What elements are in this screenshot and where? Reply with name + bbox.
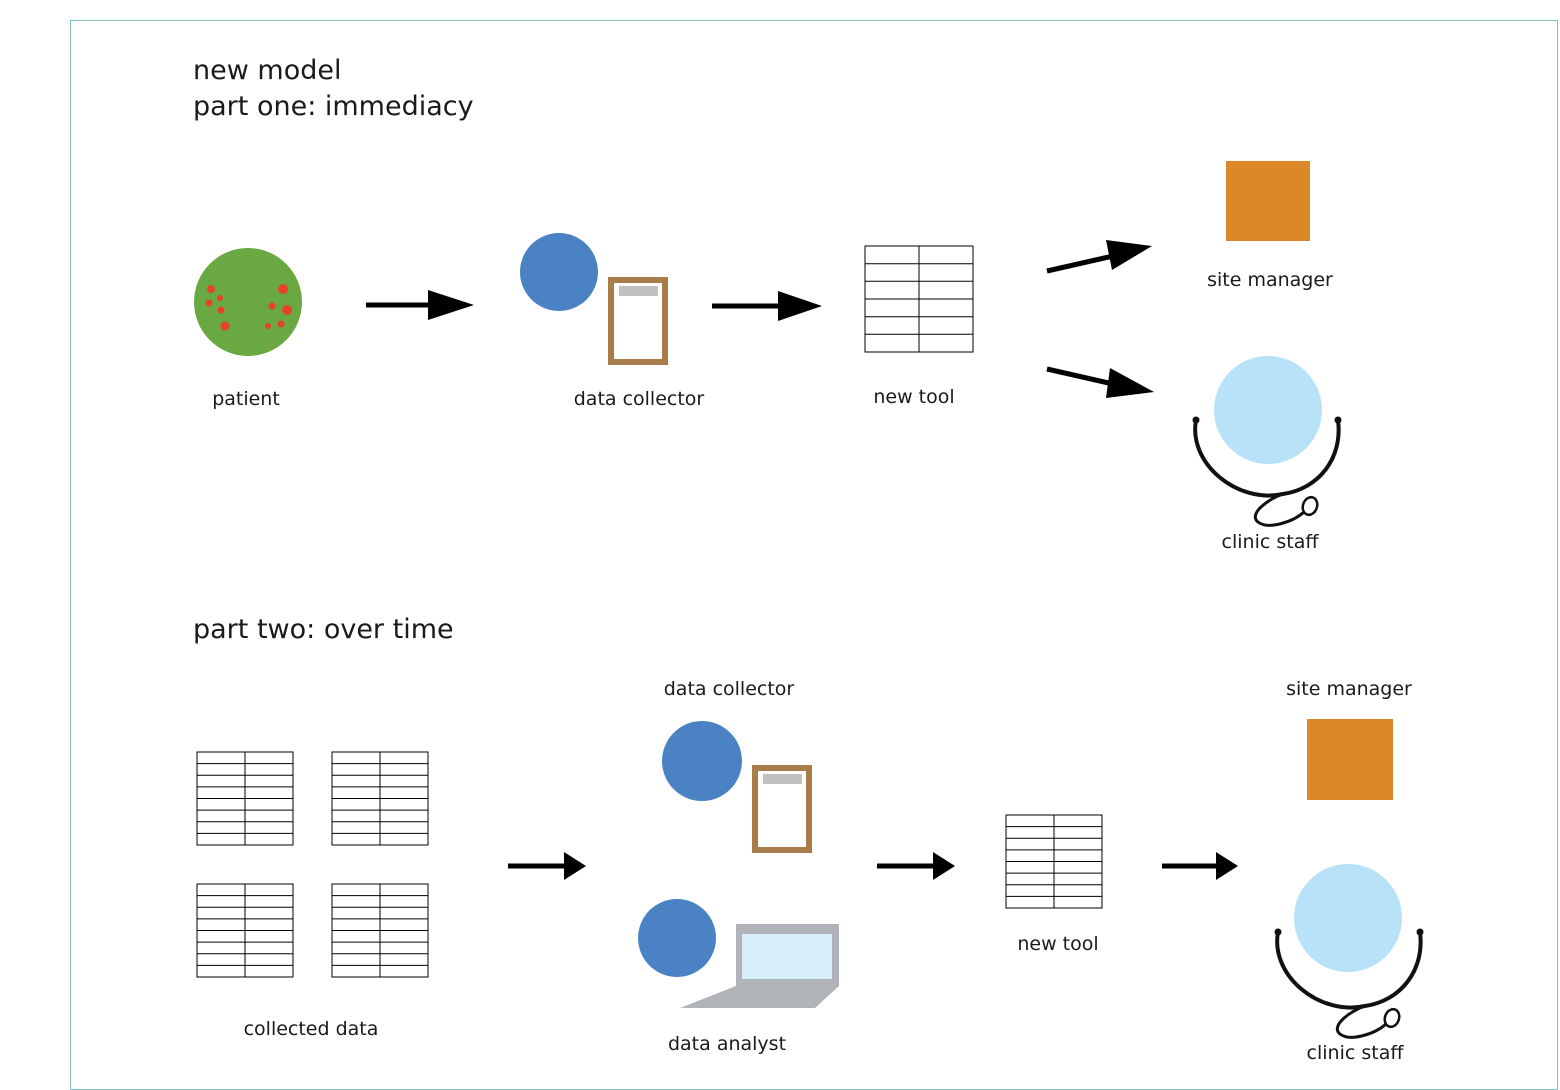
arrow-icon bbox=[877, 852, 955, 880]
title-new-model: new model bbox=[193, 55, 342, 86]
label-data-collector-2: data collector bbox=[663, 678, 795, 700]
label-collected-data: collected data bbox=[243, 1018, 379, 1040]
data-collector-icon bbox=[662, 721, 812, 853]
title-part-one: part one: immediacy bbox=[193, 91, 474, 122]
data-analyst-icon bbox=[638, 899, 839, 1008]
arrow-icon bbox=[712, 291, 822, 321]
label-data-analyst: data analyst bbox=[667, 1033, 787, 1055]
label-patient: patient bbox=[212, 388, 280, 410]
label-clinic-staff-2: clinic staff bbox=[1306, 1042, 1404, 1064]
table-icon bbox=[331, 883, 429, 978]
label-new-tool-2: new tool bbox=[1017, 933, 1099, 955]
patient-icon bbox=[194, 248, 302, 356]
arrow-icon bbox=[508, 852, 586, 880]
table-icon bbox=[196, 883, 294, 978]
arrow-icon bbox=[366, 290, 474, 320]
label-data-collector: data collector bbox=[573, 388, 705, 410]
label-new-tool: new tool bbox=[873, 386, 955, 408]
data-collector-icon bbox=[520, 233, 668, 365]
arrow-icon bbox=[1046, 240, 1152, 274]
table-icon bbox=[196, 751, 294, 846]
site-manager-icon bbox=[1226, 161, 1310, 241]
clinic-staff-icon bbox=[1272, 864, 1426, 1040]
arrow-icon bbox=[1162, 852, 1238, 880]
arrow-icon bbox=[1046, 366, 1154, 398]
table-icon bbox=[864, 245, 974, 353]
label-clinic-staff: clinic staff bbox=[1221, 531, 1319, 553]
title-part-two: part two: over time bbox=[193, 614, 454, 645]
site-manager-icon bbox=[1307, 719, 1393, 800]
label-site-manager-2: site manager bbox=[1286, 678, 1412, 700]
table-icon bbox=[1005, 814, 1103, 909]
clinic-staff-icon bbox=[1190, 356, 1344, 528]
label-site-manager: site manager bbox=[1207, 269, 1333, 291]
table-icon bbox=[331, 751, 429, 846]
